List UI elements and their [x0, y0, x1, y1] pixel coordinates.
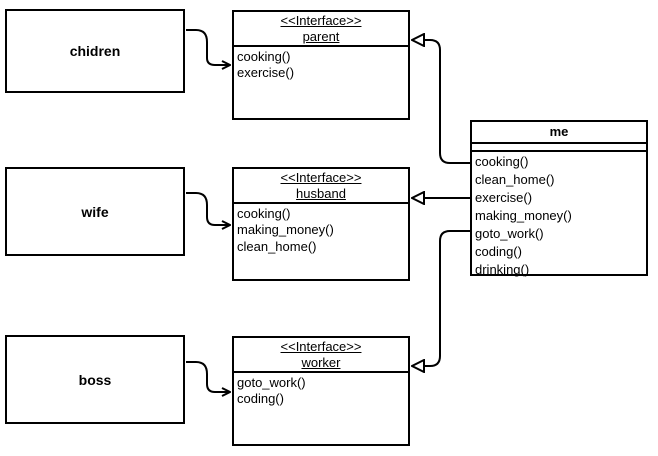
class-me-name: me [472, 122, 646, 144]
realize-me-parent [412, 40, 470, 164]
method: exercise() [237, 65, 295, 81]
method: coding() [237, 391, 284, 407]
interface-husband-methods: cooking() making_money() clean_home() [234, 204, 408, 255]
interface-parent-stereotype: <<Interface>> [280, 13, 362, 28]
actor-chidren: chidren [5, 9, 185, 93]
link-wife-husband [186, 192, 230, 225]
interface-worker-stereotype: <<Interface>> [280, 339, 362, 354]
interface-worker-name: worker [301, 355, 341, 370]
class-me-attributes [472, 144, 646, 152]
method: coding() [475, 244, 522, 259]
method: goto_work() [475, 226, 544, 241]
link-chidren-parent [186, 29, 230, 65]
interface-husband-header: <<Interface>> husband [234, 169, 408, 204]
actor-boss-label: boss [78, 371, 112, 388]
actor-boss: boss [5, 335, 185, 424]
method: cooking() [475, 154, 529, 169]
method: clean_home() [237, 238, 317, 254]
class-me: me cooking() clean_home() exercise() mak… [470, 120, 648, 279]
interface-husband-stereotype: <<Interface>> [280, 170, 362, 185]
realize-me-worker [412, 230, 470, 366]
interface-parent-methods: cooking() exercise() [234, 47, 408, 82]
method: making_money() [475, 208, 572, 223]
interface-parent-header: <<Interface>> parent [234, 12, 408, 47]
actor-wife-label: wife [81, 203, 109, 220]
actor-chidren-label: chidren [69, 43, 121, 59]
interface-husband: <<Interface>> husband cooking() making_m… [232, 167, 410, 281]
link-boss-worker [186, 361, 230, 392]
method: exercise() [475, 190, 533, 205]
interface-parent: <<Interface>> parent cooking() exercise(… [232, 10, 410, 120]
interface-worker: <<Interface>> worker goto_work() coding(… [232, 336, 410, 446]
class-me-methods: cooking() clean_home() exercise() making… [472, 152, 646, 279]
method: goto_work() [237, 375, 306, 390]
interface-parent-name: parent [302, 29, 340, 44]
interface-worker-header: <<Interface>> worker [234, 338, 408, 373]
method: drinking() [475, 262, 530, 277]
method: cooking() [237, 206, 291, 221]
method: clean_home() [475, 172, 555, 187]
actor-wife: wife [5, 167, 185, 256]
interface-worker-methods: goto_work() coding() [234, 373, 408, 408]
method: cooking() [237, 49, 291, 64]
interface-husband-name: husband [296, 186, 346, 201]
method: making_money() [237, 222, 334, 238]
